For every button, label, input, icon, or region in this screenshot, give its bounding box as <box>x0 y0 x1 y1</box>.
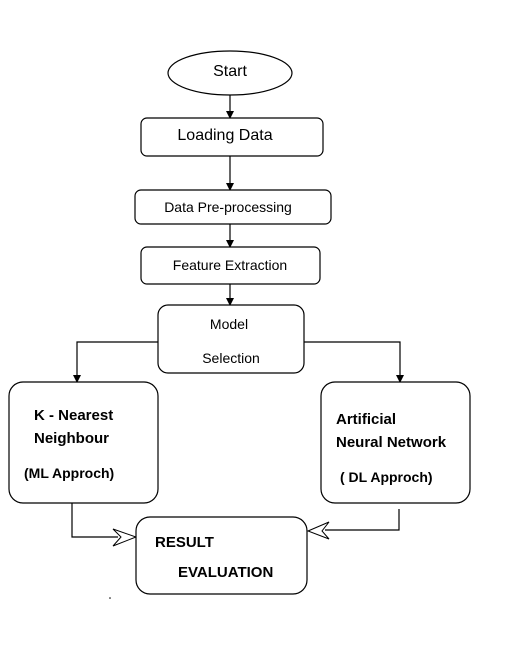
ann-line3: ( DL Approch) <box>340 469 433 485</box>
ann-line1: Artificial <box>336 411 396 428</box>
feature-extraction-box <box>140 246 321 285</box>
start-terminal <box>167 50 293 96</box>
connector-knn-to-result <box>71 503 118 538</box>
knn-line1: K - Nearest <box>34 407 113 424</box>
connectors <box>71 95 404 538</box>
start-label: Start <box>213 63 247 80</box>
arrow-model-to-ann <box>304 341 404 383</box>
loading-data-box <box>140 117 324 157</box>
model-selection-line1: Model <box>210 316 248 332</box>
model-selection-line2: Selection <box>202 350 260 366</box>
loading-data-label: Loading Data <box>177 127 272 144</box>
hollow-arrowhead-left <box>112 528 138 547</box>
ann-box <box>320 381 471 504</box>
ann-line2: Neural Network <box>336 434 447 451</box>
hollow-arrowhead-right <box>306 521 330 540</box>
knn-line2: Neighbour <box>34 430 109 447</box>
knn-line3: (ML Approch) <box>24 465 114 481</box>
model-selection-box <box>157 304 305 374</box>
stray-dot <box>109 597 111 599</box>
preprocessing-label: Data Pre-processing <box>164 199 292 215</box>
arrow-model-to-knn <box>73 341 158 383</box>
preprocessing-box <box>134 189 332 225</box>
feature-extraction-label: Feature Extraction <box>173 257 287 273</box>
knn-box <box>8 381 159 504</box>
result-line2: EVALUATION <box>178 564 273 581</box>
result-line1: RESULT <box>155 534 214 551</box>
result-evaluation-box <box>135 516 308 595</box>
connector-ann-to-result <box>325 509 400 531</box>
